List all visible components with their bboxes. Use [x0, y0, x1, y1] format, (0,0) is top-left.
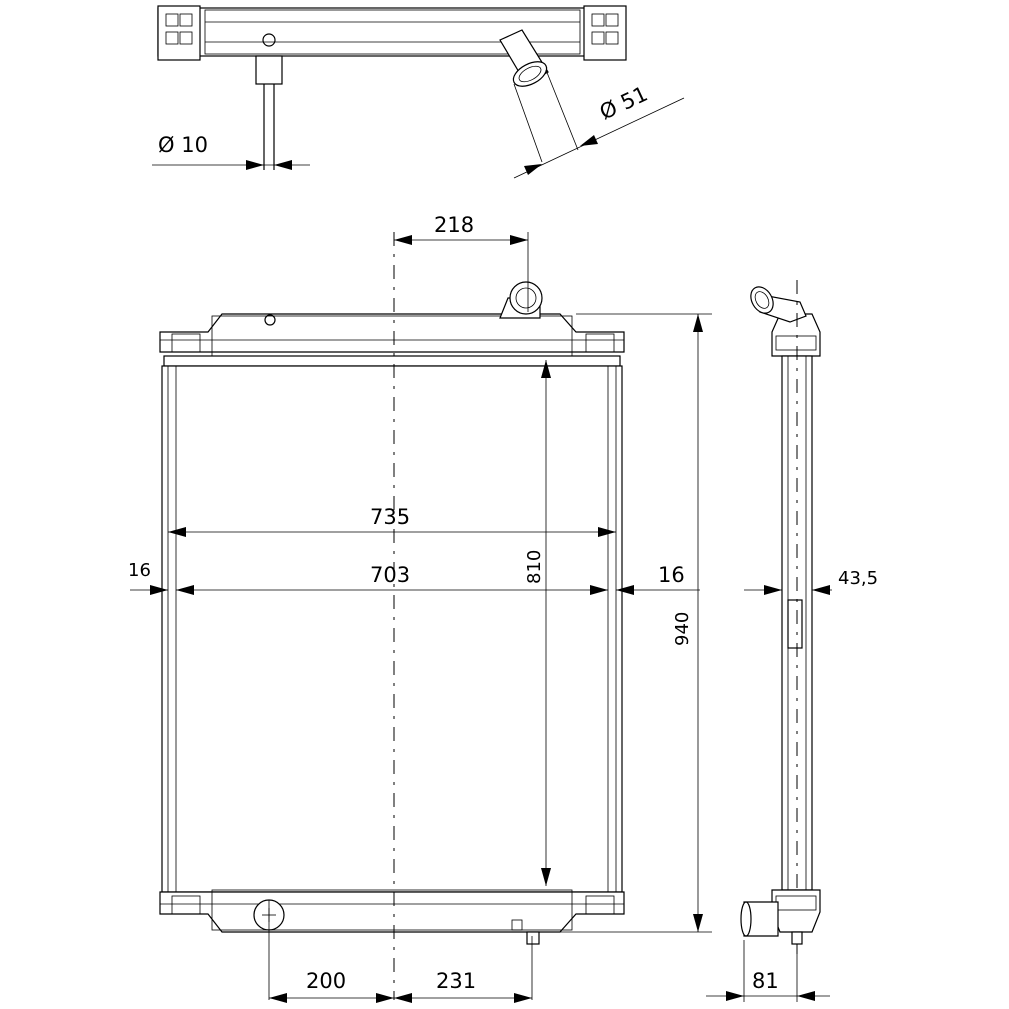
lower-tank-ribs [211, 889, 573, 931]
dim-core-height: 810 [524, 360, 551, 886]
dim-label-bottom-depth: 81 [752, 969, 779, 993]
dim-label-pipe-diameter: Ø 10 [158, 133, 208, 157]
top-right-bracket [583, 5, 627, 61]
dim-core-width-inner: 703 16 16 [128, 560, 700, 595]
dim-core-width-outer: 735 [168, 505, 616, 537]
radiator-core [161, 365, 623, 893]
dim-label-core-height: 810 [524, 550, 545, 584]
dim-outlet-diameter: Ø 51 [513, 82, 685, 179]
dim-label-bottom-right: 231 [436, 969, 476, 993]
upper-tank [159, 313, 625, 353]
dim-label-side-left: 16 [128, 560, 151, 581]
dim-label-core-width-outer: 735 [370, 505, 410, 529]
dim-bottom-depth: 81 [706, 940, 830, 1002]
lower-tank [159, 891, 625, 933]
front-view: 218 735 703 16 16 810 [128, 213, 712, 1003]
dim-overall-height: 940 [560, 313, 712, 933]
dim-bottom-offsets: 200 231 [269, 969, 532, 1003]
upper-inlet-pipe [499, 281, 543, 319]
side-inlet-pipe [750, 286, 807, 323]
top-tank-ribs [204, 9, 581, 55]
top-drain-stub [255, 55, 283, 85]
dim-pipe-diameter: Ø 10 [152, 133, 310, 170]
drain-plug [526, 931, 540, 945]
dim-label-inlet-offset: 218 [434, 213, 474, 237]
dim-label-side-right: 16 [658, 563, 685, 587]
dim-label-bottom-left: 200 [306, 969, 346, 993]
top-tank-body [157, 7, 625, 57]
side-outlet-pipe [740, 901, 803, 945]
top-outlet-pipe [499, 29, 579, 163]
dim-depth: 43,5 [744, 568, 878, 595]
dim-label-outlet-diameter: Ø 51 [596, 82, 651, 125]
top-view: Ø 10 Ø 51 [152, 5, 685, 179]
dim-label-depth: 43,5 [838, 568, 878, 589]
dim-inlet-offset: 218 [394, 213, 528, 245]
dim-label-overall-height: 940 [672, 612, 693, 646]
dim-label-core-width-inner: 703 [370, 563, 410, 587]
side-view: 43,5 81 [706, 280, 878, 1002]
side-label-plate [787, 599, 803, 649]
top-left-bracket [157, 5, 201, 61]
